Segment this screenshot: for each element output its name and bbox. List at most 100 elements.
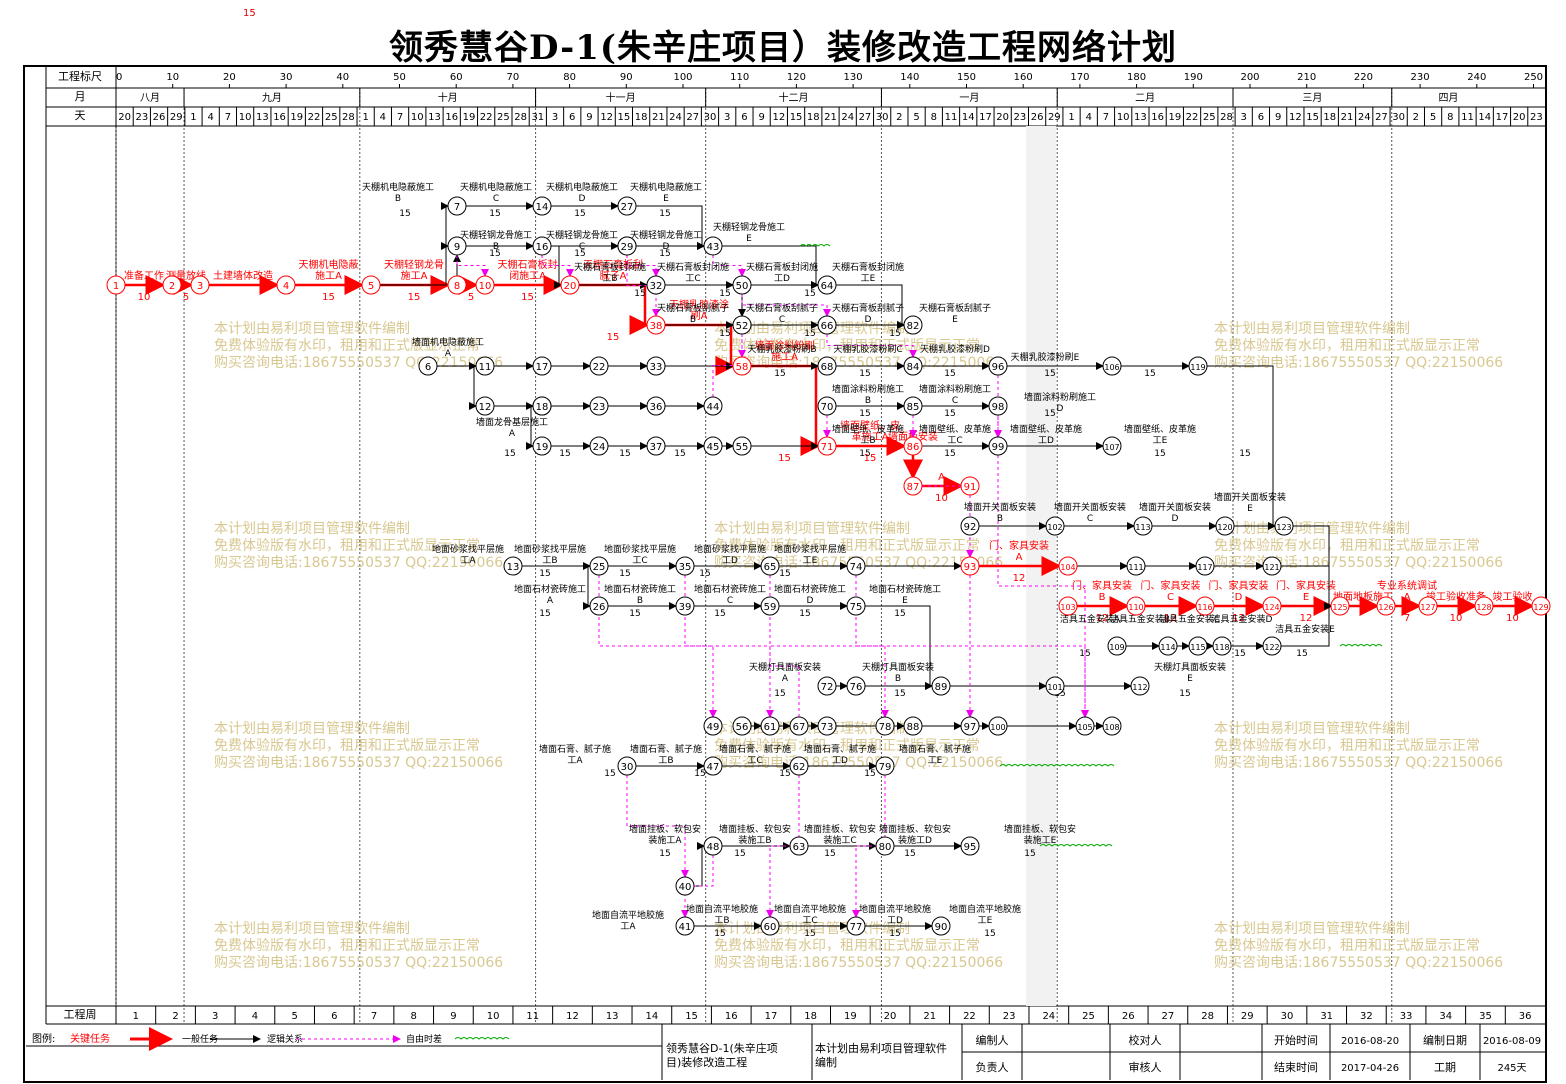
event-node xyxy=(732,315,752,335)
event-node-number: 62 xyxy=(793,762,806,773)
task-label: 墙面挂板、软包安 xyxy=(879,823,951,835)
task-label: D xyxy=(663,242,670,252)
day-label: 13 xyxy=(256,112,269,123)
event-node-number: 19 xyxy=(536,442,549,453)
task-label: 工E xyxy=(978,916,993,926)
event-node xyxy=(703,436,723,456)
task-label: 天棚乳胶漆粉刷E xyxy=(1011,351,1080,363)
day-label: 7 xyxy=(1103,112,1109,123)
event-node xyxy=(789,756,809,776)
task-label: 天棚石膏板封闭施 xyxy=(746,261,818,273)
event-node xyxy=(1126,596,1146,616)
day-label: 22 xyxy=(308,112,321,123)
day-label: 6 xyxy=(1258,112,1264,123)
event-node-number: 33 xyxy=(650,362,663,373)
free-float-arrow xyxy=(626,255,660,317)
critical-task-duration: 5 xyxy=(468,292,474,303)
critical-task-label: 天棚轻钢龙骨 xyxy=(384,258,444,271)
day-label: 30 xyxy=(1392,112,1405,123)
event-node-number: 13 xyxy=(507,562,520,573)
footer-start-label: 开始时间 xyxy=(1274,1033,1318,1047)
free-float-arrow xyxy=(855,575,974,718)
watermark-text: 免费体验版有水印，租用和正式版显示正常 xyxy=(714,738,980,754)
task-label: 墙面挂板、软包安 xyxy=(1004,823,1076,835)
critical-task-label: 革施工A xyxy=(852,430,889,443)
task-label: 工C xyxy=(947,436,962,446)
task-label: 地面砂浆找平层施 xyxy=(432,543,504,555)
critical-task-label: 施工A xyxy=(315,269,342,282)
watermark-text: 免费体验版有水印，租用和正式版显示正常 xyxy=(1214,538,1480,554)
task-arrow xyxy=(1281,602,1332,647)
event-node xyxy=(1045,676,1065,696)
watermark-text: 购买咨询电话:18675550537 QQ:22150066 xyxy=(1214,955,1503,971)
event-node-number: 80 xyxy=(879,842,892,853)
event-node xyxy=(732,356,752,376)
day-label: 10 xyxy=(1117,112,1130,123)
day-label: 21 xyxy=(1341,112,1354,123)
free-float-arrow xyxy=(769,575,889,718)
task-label: E xyxy=(1247,504,1253,514)
day-label: 9 xyxy=(586,112,592,123)
event-node xyxy=(1212,636,1232,656)
event-node xyxy=(703,716,723,736)
event-node-number: 74 xyxy=(850,562,863,573)
event-node-number: 70 xyxy=(821,402,834,413)
event-node xyxy=(988,436,1008,456)
event-node-number: 86 xyxy=(907,442,920,453)
event-node xyxy=(1133,516,1153,536)
task-label: 地面自流平地胶施 xyxy=(592,909,664,921)
event-node xyxy=(361,275,381,295)
week-label: 4 xyxy=(252,1011,258,1022)
watermark-text: 本计划由易利项目管理软件编制 xyxy=(214,521,410,537)
day-label: 20 xyxy=(118,112,131,123)
task-duration: 15 xyxy=(944,409,955,419)
event-node xyxy=(418,356,438,376)
critical-task-label: A xyxy=(1016,552,1023,563)
task-label: E xyxy=(902,596,908,606)
day-label: 22 xyxy=(480,112,493,123)
event-node xyxy=(703,756,723,776)
task-label: 工E xyxy=(1153,436,1168,446)
event-node-number: 111 xyxy=(1128,563,1143,572)
watermark-text: 免费体验版有水印，租用和正式版显示正常 xyxy=(714,938,980,954)
event-node-number: 129 xyxy=(1533,603,1548,612)
day-label: 14 xyxy=(1478,112,1491,123)
event-node xyxy=(1158,636,1178,656)
week-label: 32 xyxy=(1360,1011,1373,1022)
event-node xyxy=(276,275,296,295)
watermark-text: 本计划由易利项目管理软件编制 xyxy=(214,921,410,937)
day-label: 5 xyxy=(913,112,919,123)
task-label: B xyxy=(637,596,643,606)
task-label: 天棚轻钢龙骨施工 xyxy=(630,229,702,241)
day-label: 20 xyxy=(1513,112,1526,123)
task-label: 装施工C xyxy=(823,834,856,846)
task-duration: 15 xyxy=(659,209,670,219)
event-node xyxy=(1075,716,1095,736)
event-node-number: 58 xyxy=(736,362,749,373)
day-label: 24 xyxy=(669,112,682,123)
event-node xyxy=(1330,596,1350,616)
critical-task-label: 专业系统调试 xyxy=(1377,579,1437,592)
event-node-number: 44 xyxy=(707,402,720,413)
task-label: 地面石材瓷砖施工 xyxy=(694,583,766,595)
day-label: 19 xyxy=(1168,112,1181,123)
event-node xyxy=(789,716,809,736)
task-arrow xyxy=(494,405,534,450)
event-node xyxy=(646,396,666,416)
task-label: 墙面龙骨基层施工 xyxy=(476,416,548,428)
event-node-number: 93 xyxy=(964,562,977,573)
event-node-number: 119 xyxy=(1190,363,1205,372)
task-label: 工D xyxy=(722,556,738,566)
critical-task-label: C xyxy=(1167,592,1174,603)
event-node-number: 126 xyxy=(1378,603,1393,612)
watermark-text: 免费体验版有水印，租用和正式版显示正常 xyxy=(1214,338,1480,354)
task-label: 工B xyxy=(714,916,729,926)
event-node xyxy=(617,236,637,256)
day-label: 16 xyxy=(445,112,458,123)
footer-software-line2: 编制 xyxy=(815,1055,837,1069)
event-node xyxy=(1102,436,1122,456)
task-duration: 15 xyxy=(539,569,550,579)
scale-tick: 60 xyxy=(450,72,463,83)
event-node-number: 72 xyxy=(821,682,834,693)
week-label: 35 xyxy=(1479,1011,1492,1022)
